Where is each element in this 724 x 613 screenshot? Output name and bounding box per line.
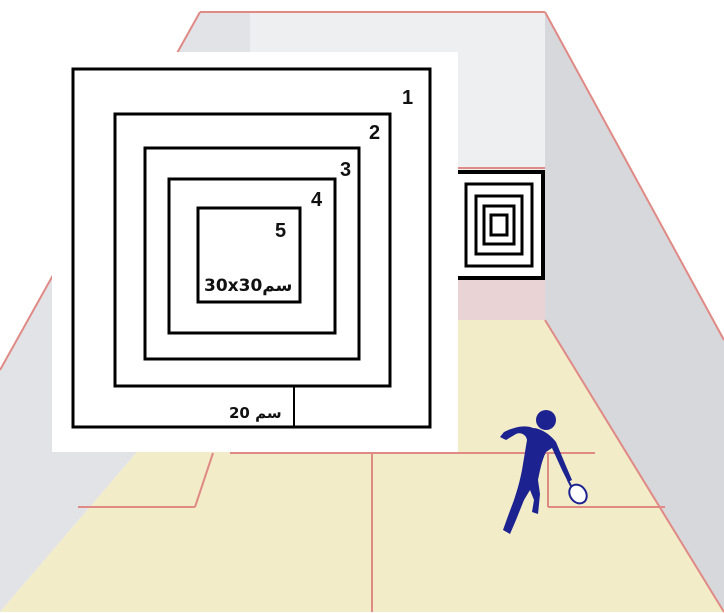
ring-label-2: 2 (369, 122, 380, 144)
ring-label-1: 1 (402, 87, 413, 109)
target-panel: 1 2 3 4 5 30x30سم 20 سم (52, 52, 458, 452)
center-size-caption: 30x30سم (204, 276, 292, 296)
tin-band (455, 278, 545, 320)
ring-label-3: 3 (340, 159, 351, 181)
ring-label-4: 4 (311, 189, 323, 211)
target-panel-background (52, 52, 458, 452)
front-wall-target (455, 172, 543, 278)
ring-label-5: 5 (275, 220, 286, 242)
gap-size-caption: 20 سم (229, 404, 282, 422)
